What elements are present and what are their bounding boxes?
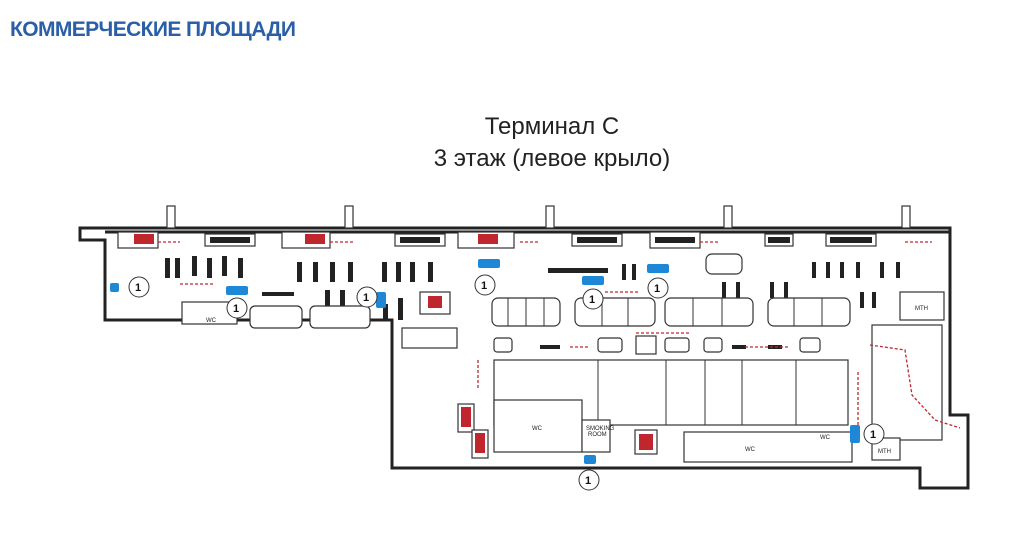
route-arrows xyxy=(158,241,961,429)
unit-marker[interactable]: 1 xyxy=(226,297,248,319)
unit-marker[interactable]: 1 xyxy=(474,274,496,296)
gate xyxy=(723,205,733,229)
wc-label: WC xyxy=(206,318,217,324)
gate xyxy=(344,205,354,229)
svg-text:1: 1 xyxy=(135,282,141,294)
svg-text:1: 1 xyxy=(654,283,660,295)
central-shops xyxy=(181,291,945,463)
markers: 1 1 1 1 1 1 1 1 xyxy=(128,274,885,491)
unit-marker[interactable]: 1 xyxy=(356,286,378,308)
outer-walls xyxy=(78,205,970,490)
mth-label: МТН xyxy=(915,306,928,312)
unit-marker[interactable]: 1 xyxy=(578,469,600,491)
smoking-room-label: SMOKING xyxy=(586,426,615,432)
unit-marker[interactable]: 1 xyxy=(582,288,604,310)
service-units xyxy=(117,231,877,249)
wc-label: WC xyxy=(745,447,756,453)
smoking-room-label: ROOM xyxy=(588,432,607,438)
seating-right xyxy=(548,253,900,308)
escalators xyxy=(457,403,658,459)
commercial-units xyxy=(110,259,860,464)
seating-left xyxy=(165,256,451,320)
svg-text:1: 1 xyxy=(363,292,369,304)
brand-logo: КОММЕРЧЕСКИЕ ПЛОЩАДИ xyxy=(10,18,296,42)
unit-marker[interactable]: 1 xyxy=(128,276,150,298)
gate xyxy=(901,205,911,229)
svg-text:1: 1 xyxy=(585,475,591,487)
wc-label: WC xyxy=(820,435,831,441)
mth-label: МТН xyxy=(878,449,891,455)
plan-title: Терминал С xyxy=(484,113,620,140)
unit-marker[interactable]: 1 xyxy=(863,423,885,445)
svg-text:1: 1 xyxy=(870,429,876,441)
gate xyxy=(545,205,555,229)
svg-text:1: 1 xyxy=(233,303,239,315)
lounge-islands xyxy=(249,297,851,329)
svg-text:1: 1 xyxy=(589,294,595,306)
brand-text: КОММЕРЧЕСКИЕ ПЛОЩАДИ xyxy=(10,18,296,41)
plan-subtitle: 3 этаж (левое крыло) xyxy=(433,145,671,172)
wc-label: WC xyxy=(532,426,543,432)
unit-marker[interactable]: 1 xyxy=(647,277,669,299)
svg-text:1: 1 xyxy=(481,280,487,292)
gate xyxy=(166,205,176,229)
